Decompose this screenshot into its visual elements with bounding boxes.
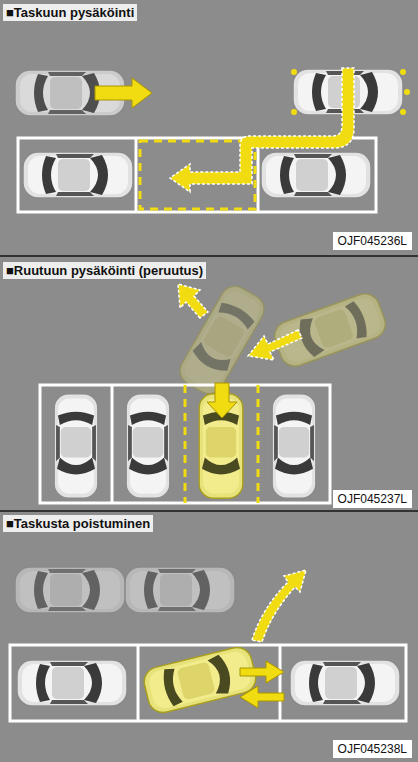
figure-code: OJF045236L xyxy=(333,232,412,250)
section-heading: ■Ruutuun pysäköinti (peruutus) xyxy=(3,262,206,279)
section-heading: ■Taskusta poistuminen xyxy=(3,515,153,532)
section-heading: ■Taskuun pysäköinti xyxy=(3,4,137,21)
figure-code: OJF045237L xyxy=(333,490,412,508)
figure-code: OJF045238L xyxy=(333,740,412,758)
